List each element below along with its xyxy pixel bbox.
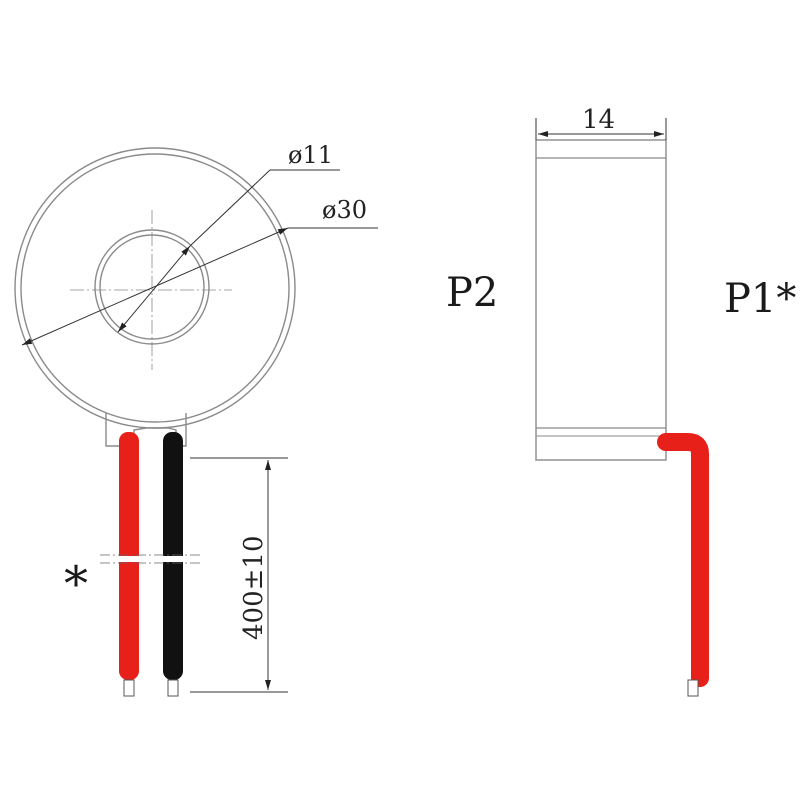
terminal-p2-label: P2	[446, 270, 498, 316]
side-red-lead-terminal	[687, 679, 699, 697]
inner-diameter-label: ø11	[288, 141, 333, 169]
red-lead-terminal	[123, 679, 135, 697]
side-red-lead-wire	[657, 433, 709, 687]
outer-diameter-dim-line	[21, 227, 289, 346]
inner-diameter-dim-line	[117, 245, 191, 333]
inner-diameter-leader	[189, 169, 271, 247]
black-lead-break-gap	[161, 556, 185, 562]
front-view: ø11 ø30 * 400±10	[14, 141, 378, 697]
width-label: 14	[582, 105, 615, 135]
red-lead-break-gap	[117, 556, 141, 562]
terminal-p1-label: P1*	[724, 276, 796, 322]
lead-length-label: 400±10	[239, 536, 269, 641]
side-body-outline	[535, 139, 667, 461]
outer-diameter-label: ø30	[322, 196, 367, 224]
black-lead-terminal	[167, 679, 179, 697]
side-view: 14 P2 P1*	[446, 105, 796, 697]
outer-ring-inner-outline	[20, 153, 290, 423]
polarity-mark: *	[64, 556, 88, 612]
